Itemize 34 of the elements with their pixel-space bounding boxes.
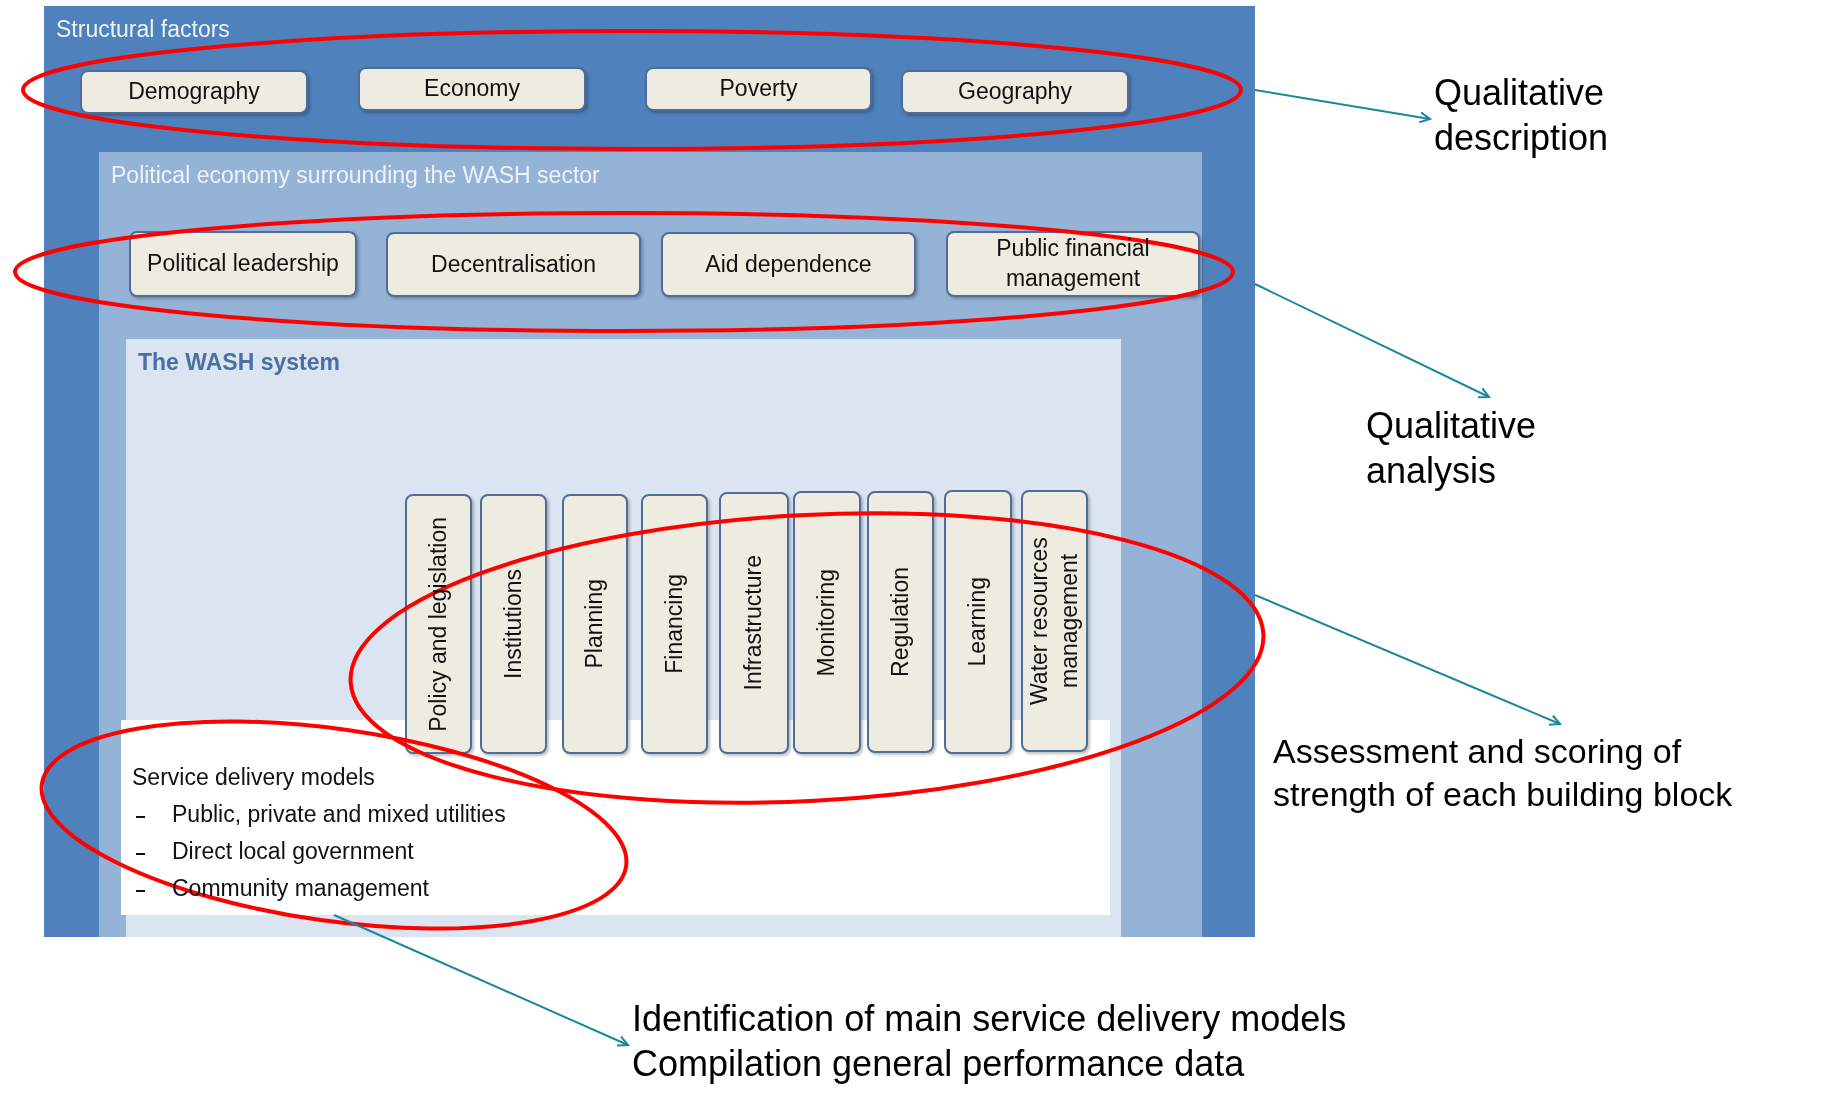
inner-panel (99, 152, 1202, 937)
building-block-box: Policy and legislation (405, 494, 472, 754)
outer-panel (44, 6, 1255, 937)
list-item: Public, private and mixed utilities (172, 801, 506, 828)
factor-box: Geography (901, 70, 1129, 114)
annotation-text: Compilation general performance data (632, 1042, 1246, 1086)
annotation-text: Qualitative description (1434, 70, 1714, 160)
arrow (1254, 89, 1431, 124)
factor-box: Economy (358, 67, 586, 111)
factor-box: Political leadership (129, 231, 357, 297)
building-block-box: Monitoring (793, 491, 861, 754)
building-block-box: Regulation (867, 491, 934, 753)
factor-box: Poverty (645, 67, 872, 111)
building-block-box: Learning (944, 490, 1012, 754)
building-block-box: Financing (641, 494, 708, 754)
panel-title: The WASH system (138, 349, 340, 376)
list-heading: Service delivery models (132, 764, 375, 791)
factor-box: Aid dependence (661, 232, 916, 297)
annotation-text: Qualitative analysis (1366, 403, 1646, 493)
factor-box: Demography (80, 70, 308, 114)
factor-box: Decentralisation (386, 232, 641, 297)
factor-box: Public financial management (946, 231, 1200, 297)
list-item: Direct local government (172, 838, 414, 865)
annotation-text: Assessment and scoring of strength of each building block (1273, 730, 1803, 815)
building-block-box: Water resources management (1021, 490, 1088, 752)
arrow (333, 914, 629, 1047)
building-block-box: Institutions (480, 494, 547, 754)
arrow (1254, 594, 1561, 726)
building-block-box: Infrastructure (719, 492, 789, 754)
annotation-text: Identification of main service delivery models (632, 997, 1347, 1041)
panel-title: Political economy surrounding the WASH sector (111, 162, 600, 189)
panel-title: Structural factors (56, 16, 230, 43)
building-block-box: Planning (562, 494, 628, 754)
arrow (1254, 283, 1490, 399)
